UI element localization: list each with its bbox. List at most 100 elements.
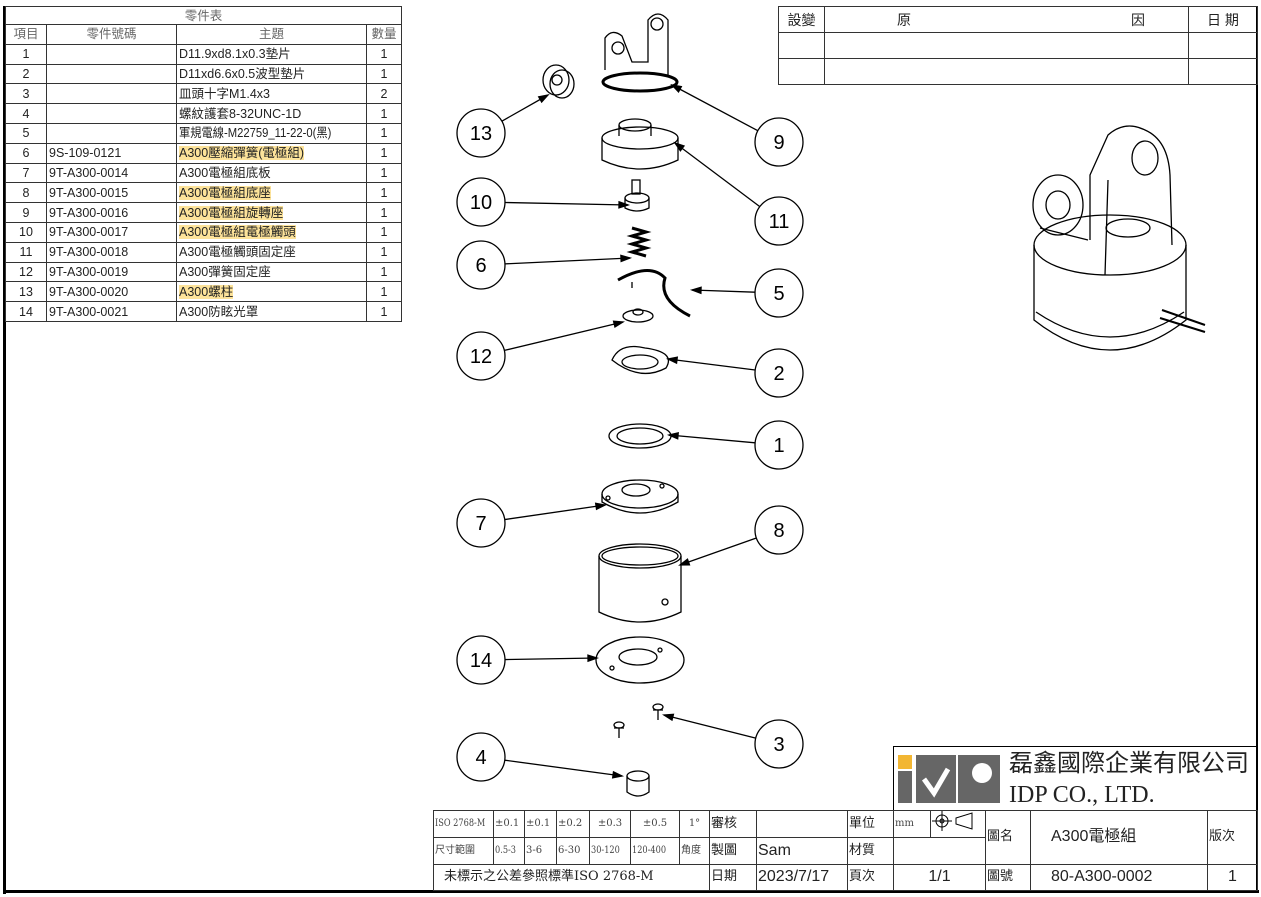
rev-header-reason: 原因 — [824, 6, 1189, 33]
arrowhead — [618, 200, 631, 209]
drawing-number-value: 80-A300-0002 — [1030, 863, 1208, 891]
part-12-spring-holder — [622, 308, 654, 323]
balloon-number: 9 — [773, 132, 784, 154]
part-9-rotating-seat — [601, 13, 679, 93]
balloon: 12 — [456, 331, 506, 381]
company-logo-block: 磊鑫國際企業有限公司 IDP CO., LTD. — [893, 746, 1257, 811]
date-label: 日期 — [709, 863, 757, 891]
leader-line — [504, 759, 623, 777]
company-name-cn: 磊鑫國際企業有限公司 — [1009, 749, 1249, 777]
part-6-spring — [626, 226, 652, 258]
part-2-wave-washer — [611, 345, 670, 375]
arrowhead — [587, 654, 600, 663]
balloon: 5 — [754, 268, 804, 318]
cell-qty: 1 — [365, 142, 403, 164]
balloon: 10 — [456, 177, 506, 227]
range-label: 尺寸範圍 — [433, 837, 494, 865]
drawn-label: 製圖 — [709, 837, 757, 865]
balloon: 7 — [456, 498, 506, 548]
cell-subject: D11.9xd8.1x0.3墊片 — [176, 43, 367, 65]
revision-table: 設變 原因 日 期 — [778, 6, 1258, 85]
balloon: 13 — [456, 108, 506, 158]
tol-value: ±0.2 — [556, 810, 590, 838]
range-value: 角度 — [679, 837, 710, 865]
header-item: 項目 — [5, 24, 47, 45]
cell-item: 10 — [5, 221, 47, 243]
cell-subject: A300電極觸頭固定座 — [176, 241, 367, 263]
arrowhead — [612, 320, 625, 329]
balloon: 9 — [754, 117, 804, 167]
leader-line — [504, 257, 631, 265]
page-label: 頁次 — [847, 863, 894, 891]
balloon-number: 10 — [470, 192, 492, 214]
balloon: 8 — [754, 505, 804, 555]
title-block: ISO 2768-M ±0.1 ±0.1 ±0.2 ±0.3 ±0.5 1° 審… — [433, 810, 1258, 891]
balloon: 2 — [754, 348, 804, 398]
company-name-en: IDP CO., LTD. — [1009, 782, 1155, 808]
date-value: 2023/7/17 — [756, 863, 848, 891]
balloon-number: 2 — [773, 363, 784, 385]
balloon-number: 11 — [769, 211, 790, 233]
part-14-glare-shield — [595, 636, 685, 684]
cell-item: 12 — [5, 261, 47, 283]
balloon-number: 3 — [773, 734, 784, 756]
tol-value: ±0.3 — [589, 810, 631, 838]
part-10-contact — [624, 179, 650, 212]
tol-value: ±0.1 — [524, 810, 557, 838]
rev-header-date: 日 期 — [1188, 6, 1258, 33]
part-3-screws — [613, 703, 664, 738]
frame-line — [1256, 6, 1258, 892]
arrowhead — [666, 431, 679, 440]
balloon: 4 — [456, 732, 506, 782]
leader-line — [668, 434, 756, 444]
balloon-number: 4 — [475, 747, 486, 769]
leader-line — [667, 358, 756, 371]
drawn-value: Sam — [756, 837, 848, 865]
leader-line — [671, 84, 759, 132]
range-value: 30-120 — [589, 837, 631, 865]
cell-part-no: 9T-A300-0021 — [46, 301, 177, 322]
part-4-thread-insert — [626, 770, 650, 797]
tol-value: 1° — [679, 810, 710, 838]
projection-symbol-icon — [930, 810, 986, 838]
arrowhead — [537, 93, 550, 104]
unit-label: 單位 — [847, 810, 894, 838]
arrowhead — [665, 356, 679, 365]
idp-logo — [898, 755, 1000, 803]
page-value: 1/1 — [893, 863, 986, 891]
cell-subject: A300電極組旋轉座 — [176, 202, 367, 223]
review-value — [756, 810, 848, 838]
unit-value: mm — [893, 810, 931, 838]
cell-part-no: 9T-A300-0020 — [46, 281, 177, 303]
drawing-name-value: A300電極組 — [1030, 810, 1208, 865]
arrowhead — [689, 286, 702, 295]
cell-part-no: 9T-A300-0014 — [46, 162, 177, 184]
cell-item: 14 — [5, 301, 47, 322]
arrowhead — [594, 502, 608, 511]
arrowhead — [620, 254, 633, 263]
part-13-stud — [542, 64, 575, 99]
cell-item: 13 — [5, 281, 47, 303]
leader-line — [663, 714, 756, 739]
arrowhead — [678, 558, 691, 566]
leader-line — [674, 142, 761, 208]
tol-value: ±0.5 — [630, 810, 680, 838]
cell-qty: 1 — [365, 301, 403, 322]
balloon-number: 7 — [475, 513, 486, 535]
balloon-number: 1 — [773, 435, 784, 457]
range-value: 3-6 — [524, 837, 557, 865]
drawing-number-label: 圖號 — [985, 863, 1031, 891]
material-value — [893, 837, 986, 865]
part-7-base-plate — [601, 479, 679, 514]
tol-standard: ISO 2768-M — [433, 810, 494, 838]
